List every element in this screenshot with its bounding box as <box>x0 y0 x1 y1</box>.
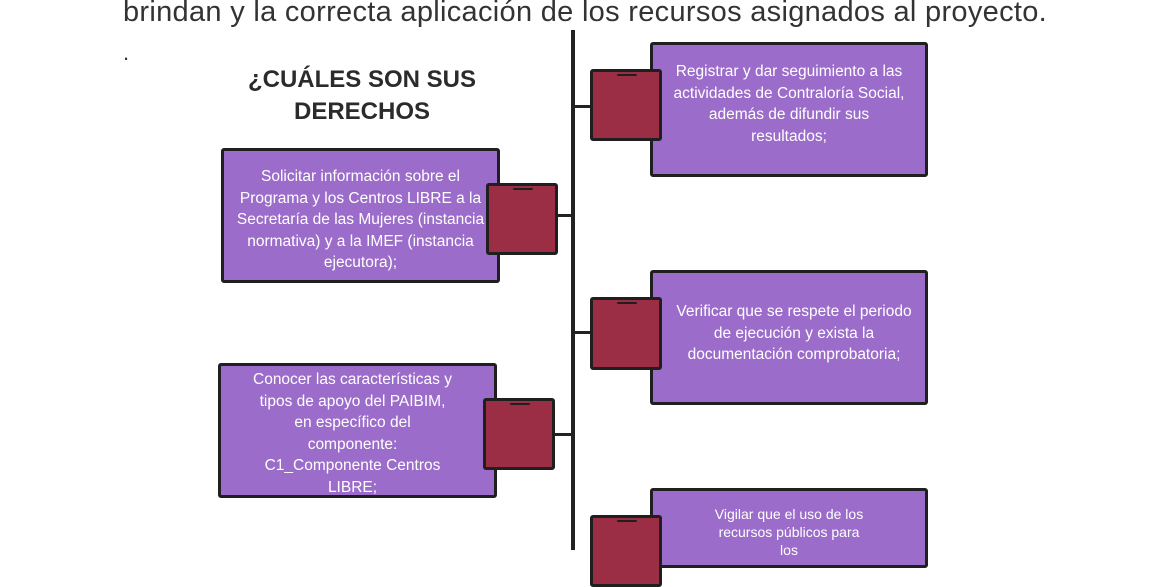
square-marker <box>590 297 662 370</box>
right-card-1: Registrar y dar seguimiento a las activi… <box>650 42 928 177</box>
right-card-text: Vigilar que el uso de los recursos públi… <box>714 506 864 558</box>
timeline-line <box>571 30 575 550</box>
square-marker <box>486 183 558 255</box>
right-card-3: Vigilar que el uso de los recursos públi… <box>650 488 928 568</box>
right-card-text: Verificar que se respete el periodo de e… <box>676 303 912 363</box>
connector <box>573 331 591 334</box>
intro-text: brindan y la correcta aplicación de los … <box>123 0 1048 28</box>
square-marker <box>590 515 662 587</box>
left-card-text: Conocer las características y tipos de a… <box>253 371 452 496</box>
connector <box>573 105 591 108</box>
square-marker <box>483 398 555 470</box>
intro-dot: . <box>123 40 130 65</box>
left-card-1: Solicitar información sobre el Programa … <box>221 148 500 283</box>
left-card-text: Solicitar información sobre el Programa … <box>236 168 485 271</box>
left-card-2: Conocer las características y tipos de a… <box>218 363 497 498</box>
square-marker <box>590 69 662 141</box>
right-card-text: Registrar y dar seguimiento a las activi… <box>673 63 905 145</box>
section-title: ¿CUÁLES SON SUS DERECHOS <box>247 66 477 125</box>
connector <box>556 214 573 217</box>
connector <box>553 433 573 436</box>
right-card-2: Verificar que se respete el periodo de e… <box>650 270 928 405</box>
